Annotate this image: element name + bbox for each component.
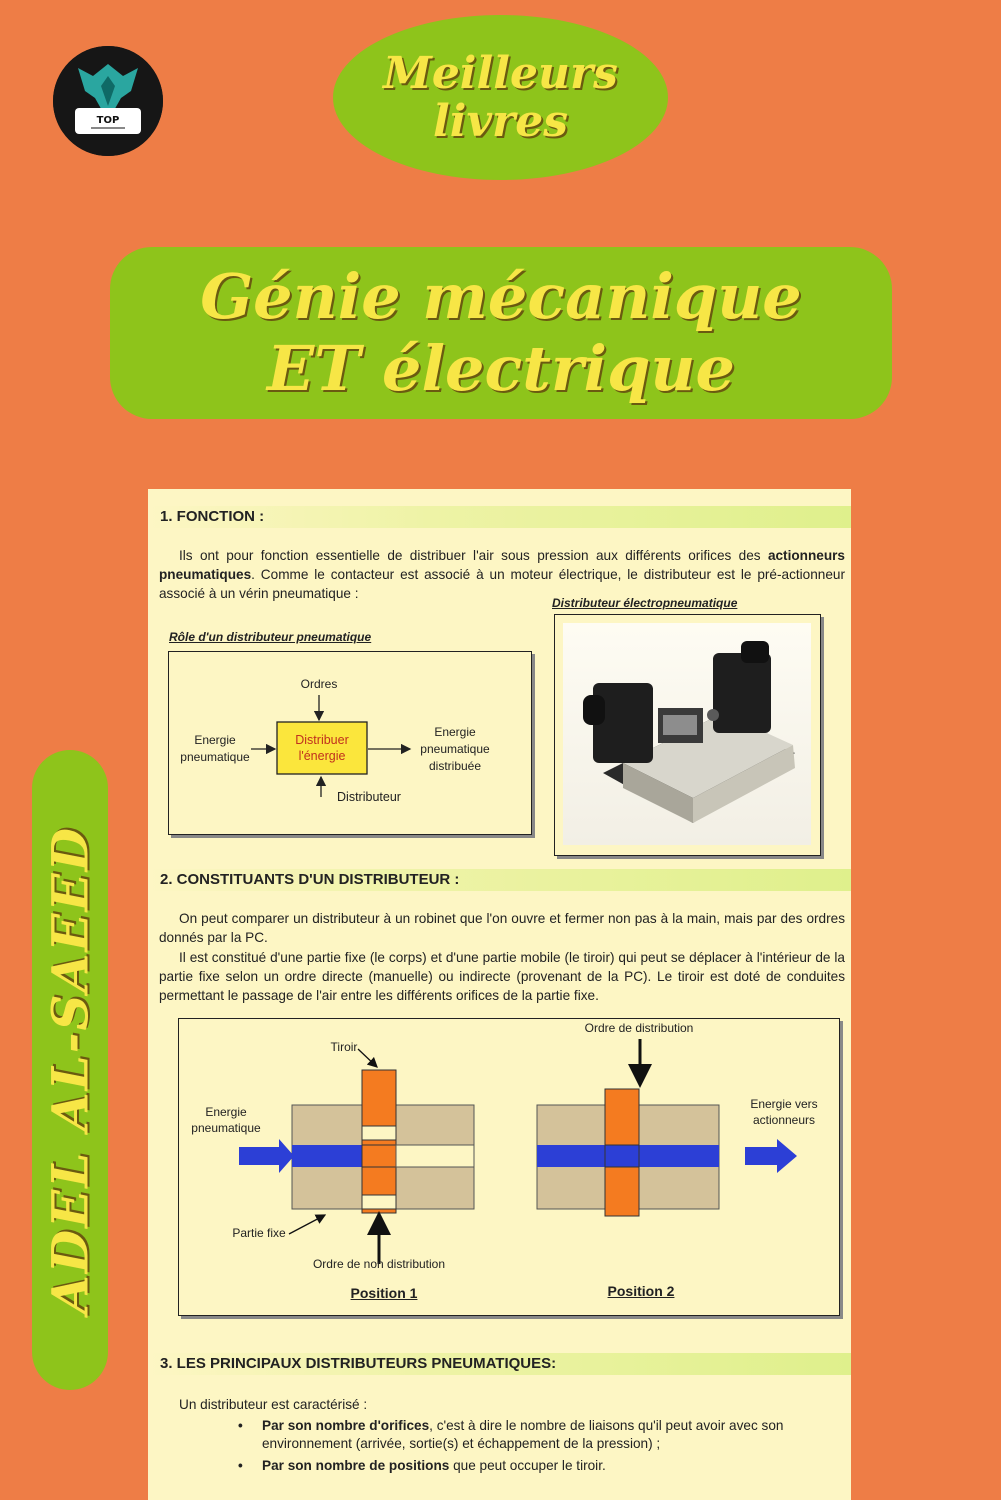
energy-in-line1: Energie [205,1105,247,1119]
book-title-line-1: Génie mécanique [200,260,802,333]
diagram-orders-label: Ordres [300,677,338,691]
diagram-input-label: Energie pneumatique [175,732,255,766]
solenoid-valve-icon [583,641,795,823]
valve-positions-figure: Tiroir Energie pneumatique Partie fixe O… [178,1018,840,1316]
position-2-label: Position 2 [607,1283,675,1299]
bullet-1-bold: Par son nombre d'orifices [262,1418,430,1433]
fixed-part-label: Partie fixe [232,1226,286,1240]
photo-caption: Distributeur électropneumatique [552,596,738,610]
logo-text: TOP [97,115,120,126]
list-item: Par son nombre d'orifices, c'est à dire … [232,1417,802,1453]
diagram-function-line1: Distribuer [295,733,349,747]
eagle-logo-icon: TOP [53,46,163,156]
energy-out-label: Energie vers actionneurs [739,1096,829,1128]
energy-in-line2: pneumatique [191,1121,261,1135]
solenoid-valve-picture [563,623,811,845]
logo: TOP [53,46,163,156]
input-arrow-icon [239,1139,294,1173]
book-title-line-2: ET électrique [267,332,735,405]
badge-line-1: Meilleurs [383,47,618,99]
diagram-function-box: Distribuer l'énergie [277,732,367,764]
bullet-2-bold: Par son nombre de positions [262,1458,450,1473]
role-diagram-arrows [251,695,412,797]
diagram-output-line2: pneumatique [420,742,490,756]
diagram-function-line2: l'énergie [298,749,346,763]
diagram-input-line2: pneumatique [180,750,250,764]
section-1-paragraph: Ils ont pour fonction essentielle de dis… [159,546,845,603]
section-1-heading: 1. FONCTION : [148,506,851,528]
book-title: Génie mécanique ET électrique [110,247,892,419]
energy-out-line2: actionneurs [752,1113,816,1127]
diagram-caption: Rôle d'un distributeur pneumatique [169,630,372,644]
section-2-paragraph-1: On peut comparer un distributeur à un ro… [159,911,845,945]
non-distribution-order-label: Ordre de non distribution [312,1257,446,1271]
section-1-text-a: Ils ont pour fonction essentielle de dis… [179,548,768,563]
bullet-2-text: que peut occuper le tiroir. [449,1458,606,1473]
role-diagram: Ordres Energie pneumatique Distribuer l'… [168,651,532,835]
header-badge: Meilleurs livres [333,15,668,180]
diagram-distributor-label: Distributeur [337,790,401,804]
section-3-bullet-list: Par son nombre d'orifices, c'est à dire … [232,1417,802,1479]
document-page: 1. FONCTION : Ils ont pour fonction esse… [148,489,851,1500]
section-1-text-b: . Comme le contacteur est associé à un m… [159,567,845,601]
valve-positions-drawing [239,1039,797,1264]
section-3-intro: Un distributeur est caractérisé : [179,1397,368,1412]
diagram-output-line1: Energie [434,725,476,739]
list-item: Par son nombre de positions que peut occ… [232,1457,802,1475]
energy-in-label: Energie pneumatique [181,1104,271,1136]
author-name: ADEL AL-SAEED [40,825,100,1315]
diagram-output-label: Energie pneumatique distribuée [409,724,501,775]
energy-out-line1: Energie vers [750,1097,818,1111]
output-arrow-icon [745,1139,797,1173]
tiroir-label: Tiroir [330,1040,358,1054]
bullet-1-text: , c'est à dire le nombre de liaisons qu'… [262,1418,784,1451]
diagram-output-line3: distribuée [428,759,482,773]
valve-photo-frame [554,614,821,856]
section-2-paragraph-2: Il est constitué d'une partie fixe (le c… [159,950,845,1003]
section-3-heading: 3. LES PRINCIPAUX DISTRIBUTEURS PNEUMATI… [148,1353,851,1375]
position-1-label: Position 1 [350,1285,418,1301]
section-2-heading: 2. CONSTITUANTS D'UN DISTRIBUTEUR : [148,869,851,891]
author-banner: ADEL AL-SAEED [32,750,108,1390]
diagram-input-line1: Energie [194,733,236,747]
section-1-bold: actionneurs pneumatiques [159,548,845,582]
badge-line-2: livres [433,95,568,147]
distribution-order-label: Ordre de distribution [584,1021,694,1035]
